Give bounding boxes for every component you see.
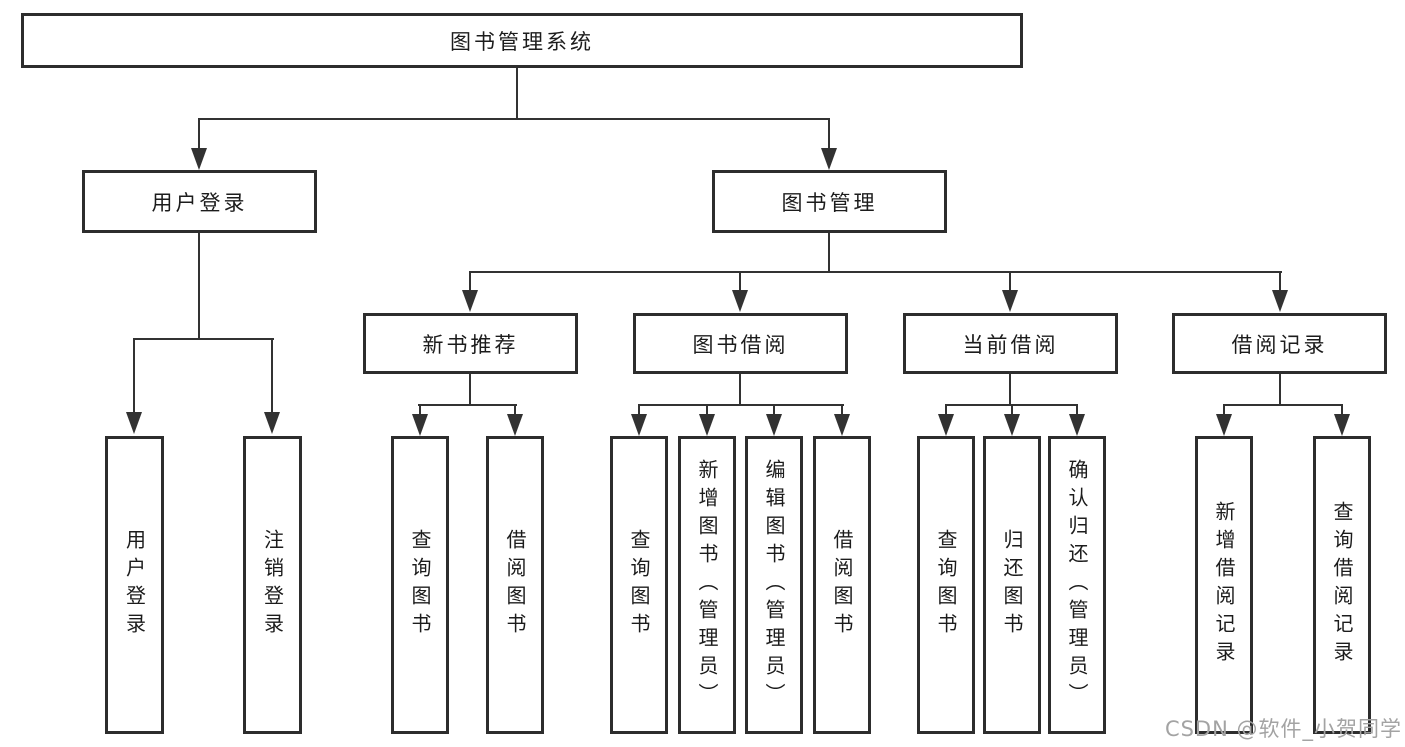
leaf-records-query-record: 查询借阅记录 [1313,436,1371,734]
leaf-records-query-record-label: 查询借阅记录 [1330,501,1354,669]
connector-line [1011,404,1013,416]
connector-line [828,233,830,273]
csdn-watermark-text: CSDN @软件_小贺同学 [1164,717,1402,741]
connector-line [773,404,775,416]
connector-line [469,271,1282,273]
connector-line [198,233,200,340]
connector-line [638,404,844,406]
arrow-down-icon [1069,414,1085,436]
csdn-watermark: CSDN @软件_小贺同学 [1165,713,1402,743]
arrow-down-icon [938,414,954,436]
leaf-current-query-books: 查询图书 [917,436,975,734]
connector-line [133,338,135,412]
connector-line [706,404,708,416]
leaf-current-return-books: 归还图书 [983,436,1041,734]
connector-line [1076,404,1078,416]
leaf-borrowing-query-books: 查询图书 [610,436,668,734]
connector-line [419,404,421,416]
leaf-borrowing-borrow-books-label: 借阅图书 [830,529,854,641]
connector-line [133,338,274,340]
arrow-down-icon [732,290,748,312]
arrow-down-icon [1002,290,1018,312]
node-user-login: 用户登录 [82,170,317,233]
connector-line [1009,374,1011,406]
arrow-down-icon [126,412,142,434]
connector-line [739,374,741,406]
connector-line [945,404,947,416]
arrow-down-icon [1272,290,1288,312]
connector-line [739,271,741,292]
leaf-borrowing-add-books-admin-label: 新增图书（管理员） [695,459,719,711]
connector-line [1223,404,1225,416]
arrow-down-icon [1216,414,1232,436]
leaf-logout-label: 注销登录 [260,529,285,641]
arrow-down-icon [631,414,647,436]
leaf-current-confirm-return-admin: 确认归还（管理员） [1048,436,1106,734]
leaf-user-login-label: 用户登录 [122,529,147,641]
node-borrowing-records: 借阅记录 [1172,313,1387,374]
node-new-book-recommendation-label: 新书推荐 [422,332,519,357]
node-library-management-system-label: 图书管理系统 [450,29,594,54]
connector-line [198,118,830,120]
connector-line [1223,404,1343,406]
connector-line [841,404,843,416]
leaf-recommend-query-books: 查询图书 [391,436,449,734]
node-current-borrowing: 当前借阅 [903,313,1118,374]
leaf-recommend-borrow-books-label: 借阅图书 [503,529,527,641]
arrow-down-icon [264,412,280,434]
leaf-recommend-borrow-books: 借阅图书 [486,436,544,734]
leaf-current-return-books-label: 归还图书 [1000,529,1024,641]
connector-line [516,68,518,119]
connector-line [1009,271,1011,292]
connector-line [1279,374,1281,406]
leaf-current-confirm-return-admin-label: 确认归还（管理员） [1065,459,1089,711]
arrow-down-icon [766,414,782,436]
arrow-down-icon [1334,414,1350,436]
leaf-user-login: 用户登录 [105,436,164,734]
arrow-down-icon [821,148,837,170]
node-book-borrowing-label: 图书借阅 [692,332,789,357]
connector-line [828,118,830,150]
node-book-borrowing: 图书借阅 [633,313,848,374]
connector-line [1279,271,1281,292]
connector-line [514,404,516,416]
node-new-book-recommendation: 新书推荐 [363,313,578,374]
leaf-recommend-query-books-label: 查询图书 [408,529,432,641]
node-borrowing-records-label: 借阅记录 [1231,332,1328,357]
leaf-logout: 注销登录 [243,436,302,734]
connector-line [198,118,200,150]
connector-line [638,404,640,416]
connector-line [418,404,517,406]
arrow-down-icon [412,414,428,436]
node-current-borrowing-label: 当前借阅 [962,332,1059,357]
arrow-down-icon [834,414,850,436]
node-user-login-label: 用户登录 [151,190,248,215]
leaf-borrowing-edit-books-admin: 编辑图书（管理员） [745,436,803,734]
arrow-down-icon [699,414,715,436]
leaf-borrowing-borrow-books: 借阅图书 [813,436,871,734]
node-library-management-system: 图书管理系统 [21,13,1023,68]
connector-line [469,374,471,406]
leaf-records-add-record-label: 新增借阅记录 [1212,501,1236,669]
connector-line [271,338,273,412]
arrow-down-icon [462,290,478,312]
connector-line [1341,404,1343,416]
connector-line [469,271,471,292]
node-book-management: 图书管理 [712,170,947,233]
leaf-borrowing-add-books-admin: 新增图书（管理员） [678,436,736,734]
arrow-down-icon [1004,414,1020,436]
arrow-down-icon [507,414,523,436]
leaf-borrowing-edit-books-admin-label: 编辑图书（管理员） [762,459,786,711]
node-book-management-label: 图书管理 [781,190,878,215]
arrow-down-icon [191,148,207,170]
leaf-borrowing-query-books-label: 查询图书 [627,529,651,641]
leaf-current-query-books-label: 查询图书 [934,529,958,641]
leaf-records-add-record: 新增借阅记录 [1195,436,1253,734]
